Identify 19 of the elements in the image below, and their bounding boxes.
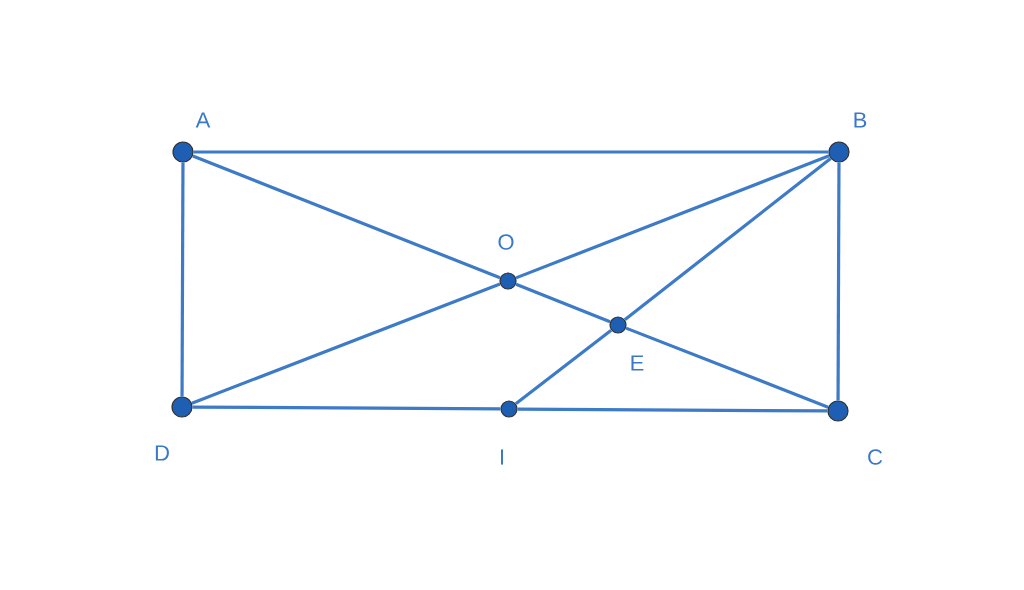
line-segment <box>514 329 613 405</box>
line-segment <box>623 157 832 321</box>
line-segment <box>192 405 501 411</box>
point-label: C <box>868 449 883 465</box>
point-label: A <box>195 112 211 128</box>
point-label: E <box>631 355 644 371</box>
line-segment <box>625 326 829 409</box>
line-segment <box>517 407 828 413</box>
line-segment <box>192 154 501 280</box>
line-segment <box>515 282 611 324</box>
line-segment <box>515 154 830 280</box>
point-label: D <box>155 445 169 461</box>
line-segment <box>180 162 185 397</box>
point-label: O <box>498 234 514 250</box>
line-segment <box>193 150 829 154</box>
line-segment <box>191 282 501 405</box>
point-label: I <box>501 449 504 465</box>
point-label: B <box>854 112 867 128</box>
line-segment <box>836 162 841 401</box>
